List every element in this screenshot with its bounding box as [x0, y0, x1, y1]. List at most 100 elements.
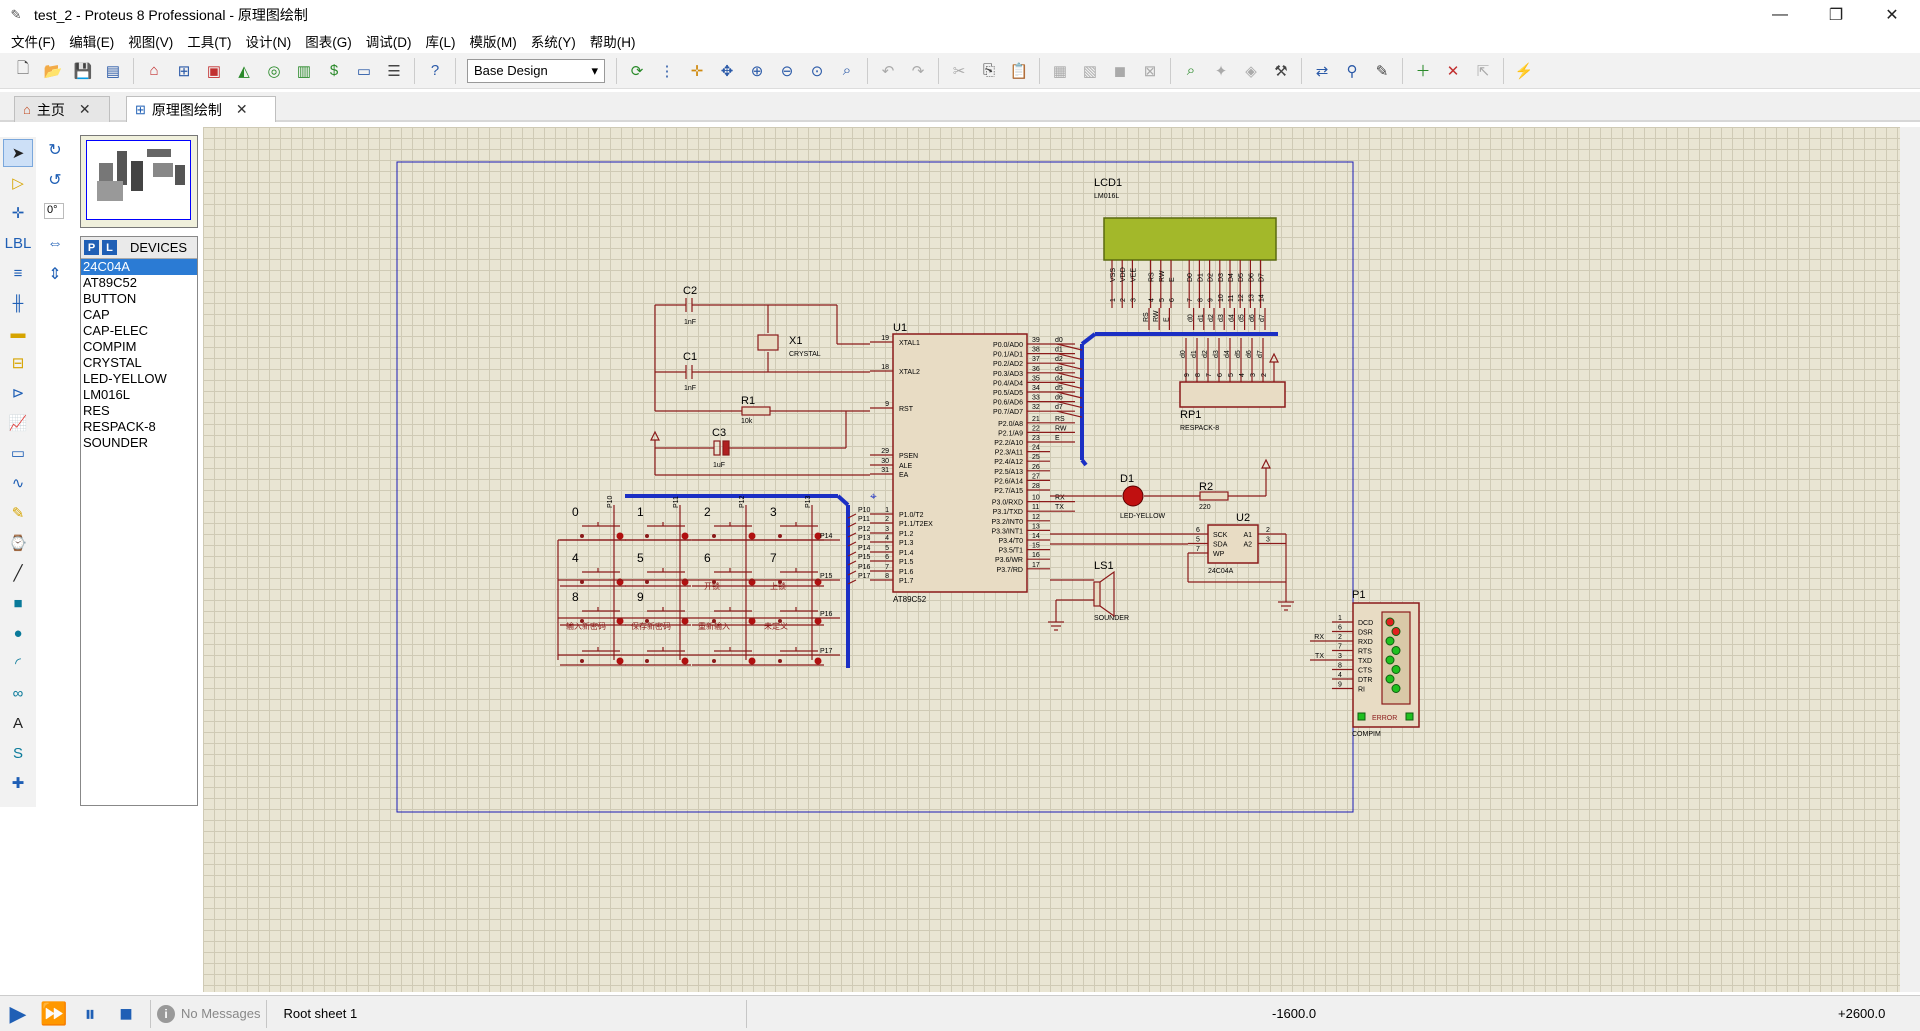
marker-tool-icon[interactable]: ✚: [11, 775, 25, 792]
virtual-instrument-icon[interactable]: ⌚: [8, 535, 28, 552]
tape-recorder-icon[interactable]: ▭: [10, 445, 26, 462]
device-item[interactable]: RESPACK-8: [83, 419, 156, 434]
exit-to-parent-icon[interactable]: ⇱: [1476, 62, 1490, 80]
mirror-horizontal-icon[interactable]: ⇔: [47, 235, 63, 252]
grid-toggle-icon[interactable]: ⋮: [659, 62, 675, 80]
pick-device-button[interactable]: P: [84, 240, 99, 255]
tab-schematic[interactable]: ⊞ 原理图绘制 ✕: [126, 96, 276, 122]
step-button[interactable]: ⏩: [40, 1000, 68, 1026]
home-icon[interactable]: ⌂: [149, 62, 159, 79]
menu-template[interactable]: 模版(M): [469, 35, 517, 50]
menu-graph[interactable]: 图表(G): [305, 35, 352, 50]
pcb-icon[interactable]: ▣: [206, 62, 222, 80]
zoom-in-icon[interactable]: ⊕: [750, 62, 764, 80]
wire-label-icon[interactable]: LBL: [4, 234, 32, 252]
rotation-angle-field[interactable]: 0°: [44, 203, 64, 219]
open-folder-icon[interactable]: 📂: [43, 62, 63, 80]
device-item[interactable]: CAP-ELEC: [83, 323, 149, 338]
device-item[interactable]: SOUNDER: [83, 435, 149, 450]
cut-icon[interactable]: ✂: [952, 62, 966, 80]
path-tool-icon[interactable]: ∞: [12, 684, 24, 702]
device-item[interactable]: RES: [83, 403, 110, 418]
pan-icon[interactable]: ✥: [720, 62, 734, 80]
device-item[interactable]: CAP: [83, 307, 110, 322]
voltage-probe-icon[interactable]: ✎: [11, 505, 25, 522]
device-item[interactable]: COMPIM: [83, 339, 137, 354]
terminals-icon[interactable]: ⊟: [11, 355, 25, 372]
block-rotate-icon[interactable]: ◼: [1113, 62, 1127, 80]
symbol-tool-icon[interactable]: S: [12, 744, 23, 762]
zoom-area-icon[interactable]: ⌕: [842, 62, 852, 79]
device-item[interactable]: BUTTON: [83, 291, 137, 306]
messages-area[interactable]: i No Messages: [157, 1004, 260, 1023]
menu-system[interactable]: 系统(Y): [530, 35, 576, 50]
import-icon[interactable]: ▤: [105, 62, 121, 80]
arc-tool-icon[interactable]: ◜: [15, 655, 21, 672]
block-delete-icon[interactable]: ⊠: [1143, 62, 1157, 80]
schematic-icon[interactable]: ⊞: [177, 62, 191, 80]
pause-button[interactable]: ⏸: [84, 1000, 96, 1026]
device-item[interactable]: AT89C52: [83, 275, 137, 290]
refresh-icon[interactable]: ⟳: [630, 62, 644, 80]
menu-design[interactable]: 设计(N): [245, 35, 292, 50]
undo-icon[interactable]: ↶: [881, 62, 895, 80]
wire-autorouter-icon[interactable]: ⇄: [1315, 62, 1329, 80]
new-file-icon[interactable]: 🗋: [16, 60, 30, 77]
source-code-icon[interactable]: ▭: [356, 62, 372, 80]
text-tool-icon[interactable]: A: [12, 714, 23, 732]
menu-edit[interactable]: 编辑(E): [69, 35, 115, 50]
close-icon[interactable]: ✕: [235, 101, 248, 117]
mirror-vertical-icon[interactable]: ⇕: [48, 266, 62, 283]
block-copy-icon[interactable]: ▦: [1052, 62, 1068, 80]
notes-icon[interactable]: ☰: [387, 62, 401, 80]
library-manager-button[interactable]: L: [102, 240, 117, 255]
text-script-icon[interactable]: ≡: [13, 264, 23, 282]
help-icon[interactable]: ?: [430, 62, 440, 79]
menu-view[interactable]: 视图(V): [128, 35, 174, 50]
close-window-button[interactable]: ✕: [1885, 7, 1899, 24]
menu-help[interactable]: 帮助(H): [589, 35, 636, 50]
property-tool-icon[interactable]: ✎: [1375, 62, 1389, 80]
overview-window[interactable]: [80, 135, 198, 228]
design-variant-select[interactable]: Base Design ▾: [467, 58, 605, 83]
device-item[interactable]: CRYSTAL: [83, 355, 142, 370]
pick-device-icon[interactable]: ⌕: [1186, 62, 1196, 79]
maximize-button[interactable]: ❐: [1828, 7, 1844, 24]
generator-icon[interactable]: ∿: [11, 475, 25, 492]
device-item[interactable]: 24C04A: [81, 259, 197, 275]
origin-icon[interactable]: ✛: [690, 62, 704, 80]
paste-icon[interactable]: 📋: [1009, 62, 1029, 80]
line-tool-icon[interactable]: ╱: [13, 565, 23, 582]
selection-mode-icon[interactable]: ➤: [3, 139, 33, 167]
copy-icon[interactable]: ⎘: [982, 62, 995, 79]
close-icon[interactable]: ✕: [78, 101, 91, 117]
circle-tool-icon[interactable]: ●: [13, 624, 23, 642]
packaging-tool-icon[interactable]: ◈: [1245, 62, 1257, 80]
menu-tools[interactable]: 工具(T): [187, 35, 232, 50]
search-tag-icon[interactable]: ⚲: [1346, 62, 1358, 80]
redo-icon[interactable]: ↷: [911, 62, 925, 80]
3d-view-icon[interactable]: ◭: [238, 62, 250, 80]
vertical-scrollbar[interactable]: [1900, 127, 1920, 992]
device-item[interactable]: LM016L: [83, 387, 130, 402]
rotate-anticlockwise-icon[interactable]: ↺: [48, 172, 62, 189]
device-item[interactable]: LED-YELLOW: [83, 371, 167, 386]
rotate-clockwise-icon[interactable]: ↻: [48, 142, 62, 159]
menu-library[interactable]: 库(L): [425, 35, 456, 50]
component-mode-icon[interactable]: ▷: [12, 175, 24, 192]
design-explorer-icon[interactable]: ▥: [296, 62, 312, 80]
save-icon[interactable]: 💾: [73, 62, 93, 80]
junction-dot-icon[interactable]: ✛: [11, 205, 25, 222]
minimize-button[interactable]: —: [1772, 6, 1788, 23]
make-device-icon[interactable]: ✦: [1214, 62, 1228, 80]
menu-debug[interactable]: 调试(D): [365, 35, 412, 50]
menu-file[interactable]: 文件(F): [11, 35, 56, 50]
gerber-icon[interactable]: ◎: [267, 62, 281, 80]
box-tool-icon[interactable]: ■: [13, 594, 23, 612]
graph-mode-icon[interactable]: 📈: [8, 415, 28, 432]
bom-icon[interactable]: $: [329, 62, 339, 79]
subcircuit-icon[interactable]: ▬: [10, 324, 26, 342]
tab-home[interactable]: ⌂ 主页 ✕: [14, 96, 110, 122]
device-pins-icon[interactable]: ⊳: [11, 385, 25, 402]
bus-mode-icon[interactable]: ╫: [12, 294, 24, 312]
